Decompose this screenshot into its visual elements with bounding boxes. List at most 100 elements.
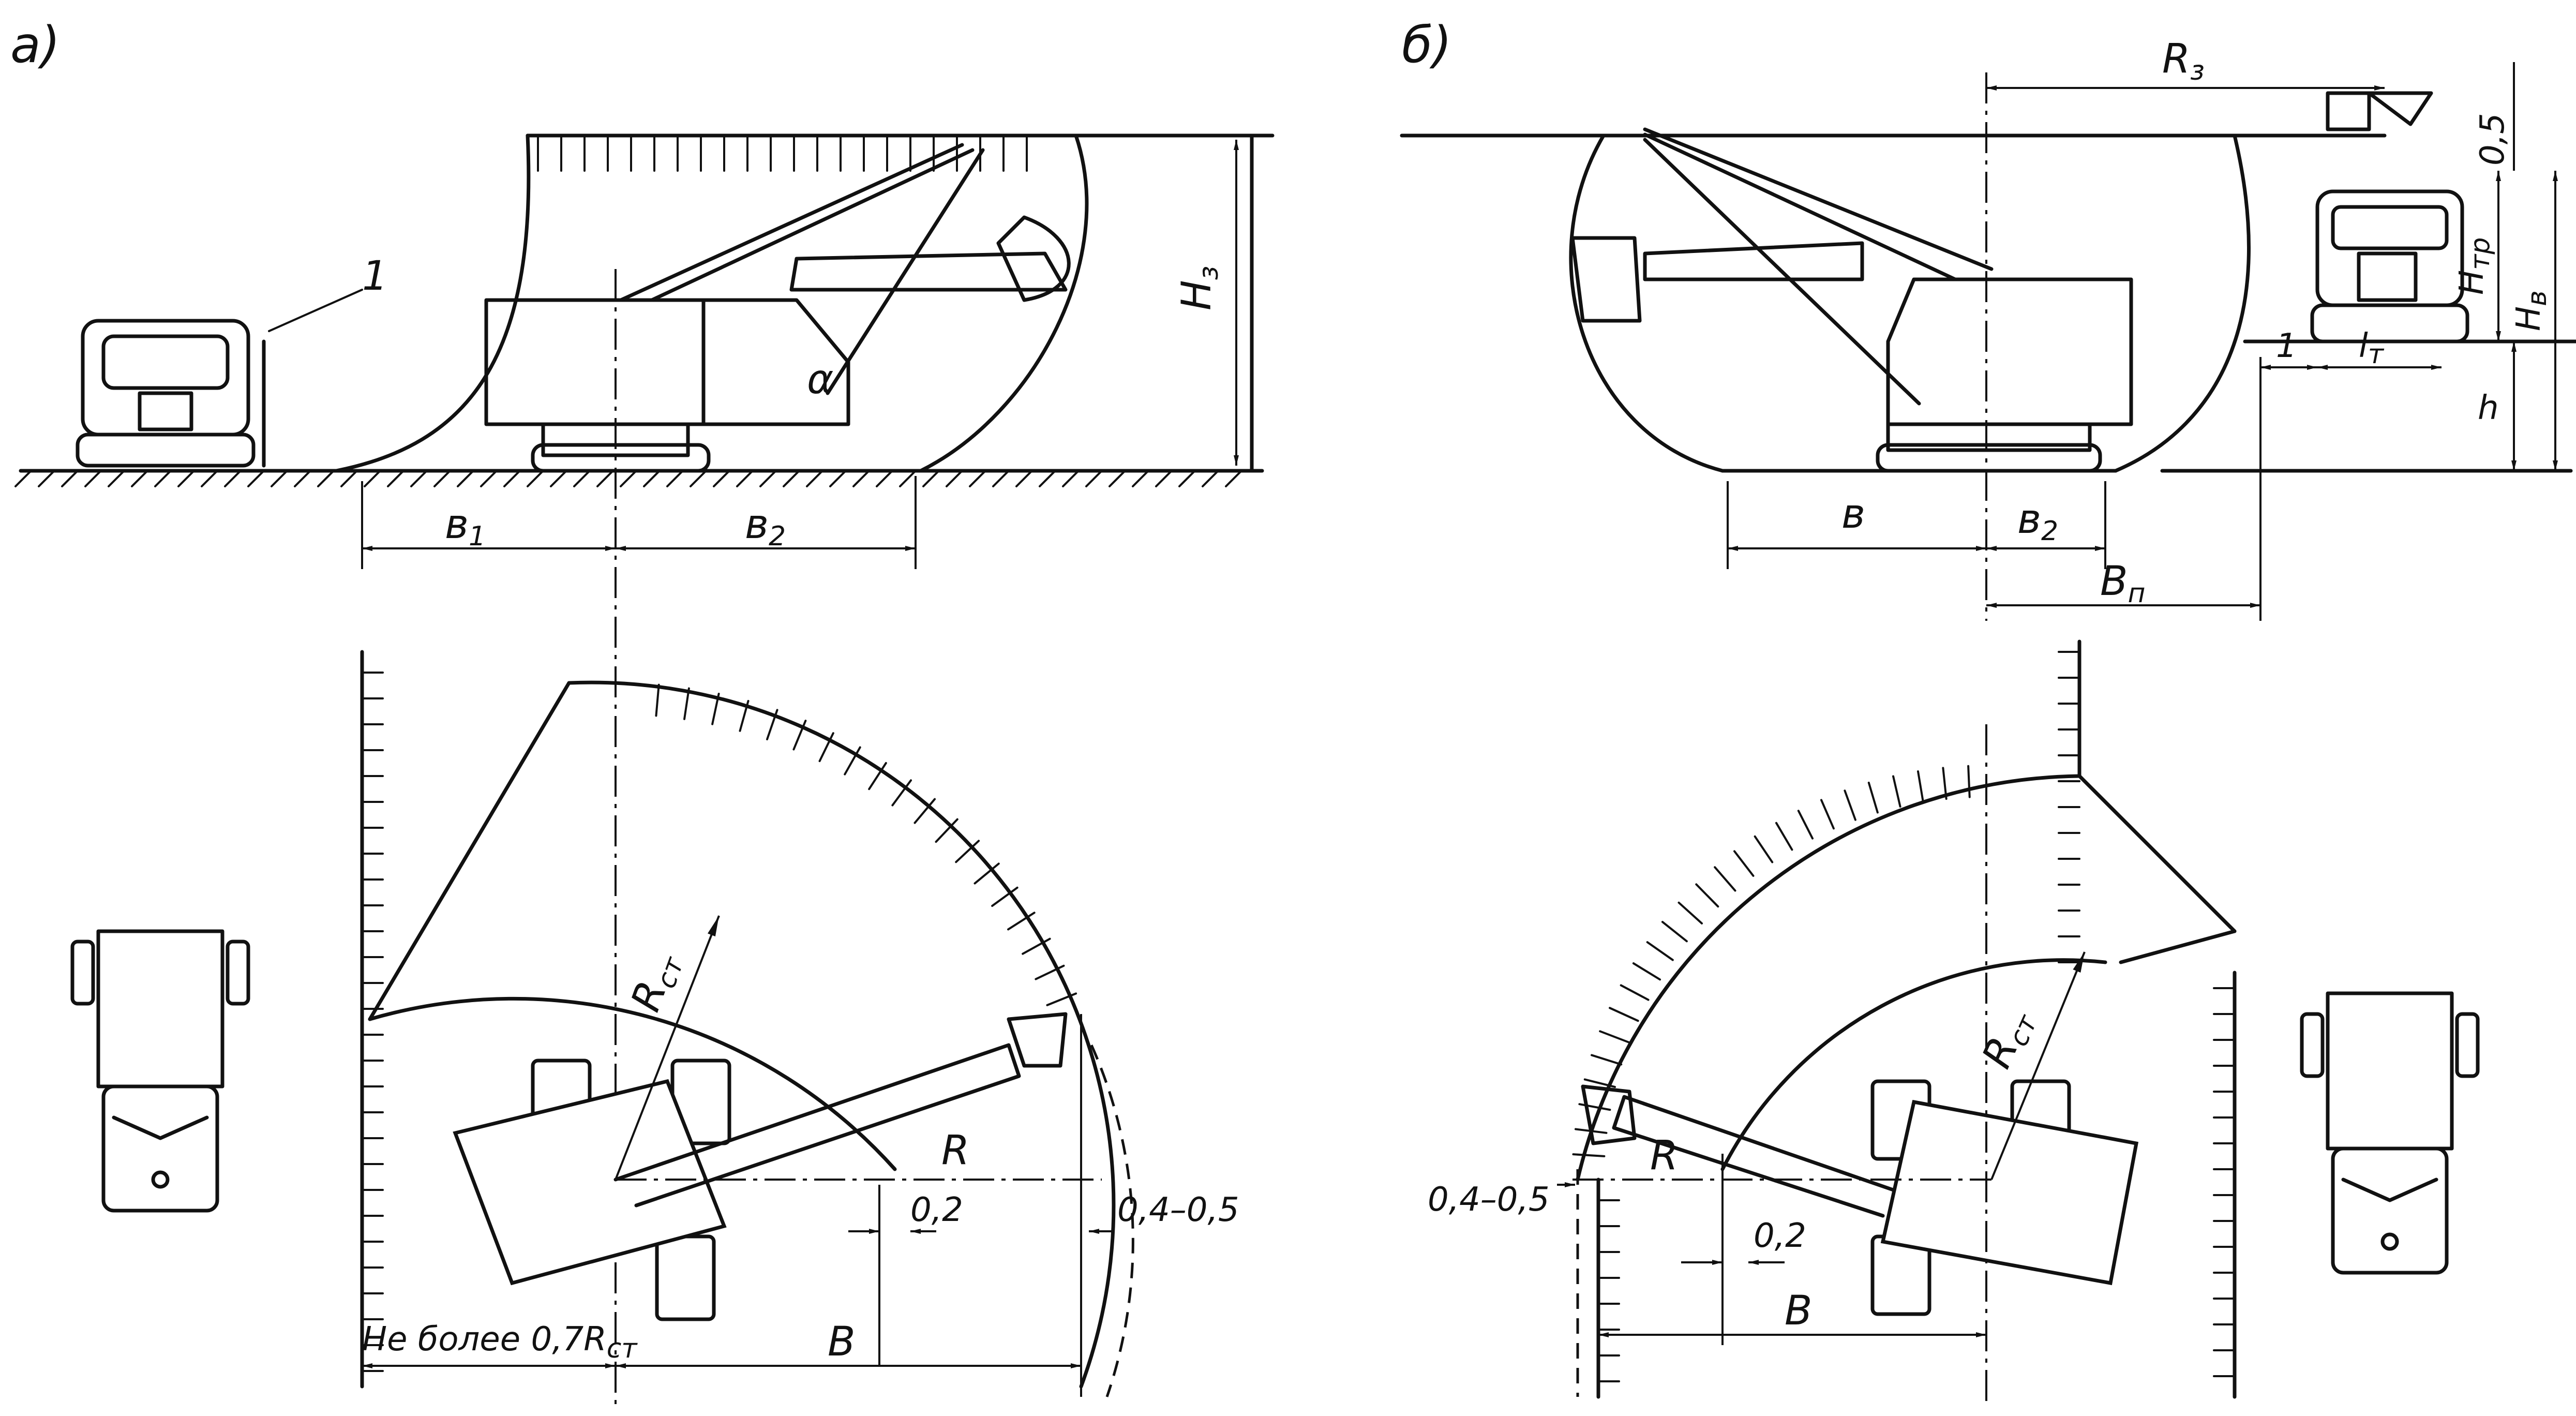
- hatch-tick: [1578, 1103, 1611, 1111]
- truck-front-a: [76, 319, 266, 468]
- r-label-a: R: [941, 1127, 969, 1174]
- hatch-tick: [1015, 470, 1033, 487]
- hatch-tick: [1046, 992, 1077, 1006]
- hatch-tick: [1695, 883, 1719, 908]
- hatch-tick: [792, 720, 807, 751]
- hatch-tick: [946, 470, 963, 487]
- hatch-tick: [61, 470, 79, 487]
- hatch-tick: [550, 470, 567, 487]
- hatch-tick: [1591, 1054, 1623, 1066]
- r-label-b: R: [1650, 1132, 1678, 1179]
- hatch-tick: [410, 470, 428, 487]
- rst-arrow-a: [615, 915, 720, 1180]
- hatch-tick: [364, 470, 381, 487]
- hatch-tick: [935, 818, 958, 843]
- truck-front-b: [2310, 91, 2469, 344]
- hatch-tick: [844, 746, 861, 776]
- hatch-tick: [713, 470, 730, 487]
- hatch-tick: [876, 470, 893, 487]
- panel-b-section: б) Rз: [1400, 16, 2576, 621]
- hatch-tick: [503, 470, 521, 487]
- hatch-tick: [991, 886, 1019, 907]
- hatch-tick: [868, 762, 887, 791]
- gap-label: 0,5: [2474, 113, 2512, 166]
- hatch-tick: [620, 470, 637, 487]
- plan-b-inner-arc: [1720, 958, 2107, 1171]
- b-right-bowl: [2114, 133, 2251, 473]
- hatch-tick: [1844, 789, 1856, 821]
- hatch-tick: [891, 779, 912, 807]
- hatch-tick: [1022, 937, 1051, 955]
- hatch-tick: [1942, 767, 1948, 800]
- htr-label: Hтр: [2453, 237, 2496, 295]
- left-slope: [334, 133, 531, 473]
- truck-plan-a: [70, 929, 250, 1213]
- hatch-tick: [899, 470, 917, 487]
- hatch-tick: [683, 687, 690, 720]
- hatch-tick: [14, 470, 32, 487]
- hatch-tick: [666, 470, 684, 487]
- hatch-tick: [480, 470, 498, 487]
- alpha-label: α: [807, 356, 833, 403]
- hatch-tick: [1599, 1030, 1630, 1044]
- hatch-tick: [1085, 470, 1103, 487]
- hatch-tick: [1867, 781, 1879, 814]
- hatch-tick: [852, 470, 870, 487]
- panel-b-tag: б): [1402, 16, 1452, 74]
- hatch-tick: [154, 470, 172, 487]
- hatch-tick: [1609, 1007, 1639, 1022]
- hatch-tick: [1062, 470, 1080, 487]
- hatch-tick: [1109, 470, 1126, 487]
- hatch-tick: [294, 470, 311, 487]
- hatch-tick: [271, 470, 288, 487]
- hatch-tick: [84, 470, 102, 487]
- ground-hatch: [14, 135, 1242, 487]
- b-left-wall: [1569, 133, 1725, 473]
- hatch-tick: [317, 470, 335, 487]
- hatch-tick: [922, 470, 940, 487]
- plan-a-outer-arc: [567, 680, 1116, 1389]
- hatch-tick: [1733, 850, 1755, 877]
- hv-label: Hв: [2510, 290, 2553, 331]
- hatch-tick: [573, 470, 591, 487]
- excavator-plan-b: [1581, 1079, 2139, 1316]
- hatch-tick: [224, 470, 242, 487]
- rst-label-b: Rст: [1973, 1002, 2044, 1077]
- hatch-tick: [1775, 822, 1793, 851]
- limit-label: Не более 0,7Rст: [362, 1320, 638, 1364]
- hatch-tick: [1225, 470, 1242, 487]
- rst-label-a: Rст: [622, 946, 690, 1019]
- hatch-tick: [759, 470, 777, 487]
- hatch-tick: [1632, 962, 1661, 981]
- hatch-tick: [1007, 912, 1036, 931]
- b1-label: в1: [445, 501, 486, 552]
- hatch-tick: [340, 470, 358, 487]
- hatch-tick: [1714, 866, 1736, 892]
- step-label-a: 0,2: [910, 1191, 963, 1229]
- hatch-tick: [1202, 470, 1219, 487]
- hatch-tick: [1178, 470, 1196, 487]
- hatch-tick: [457, 470, 474, 487]
- hatch-tick: [806, 470, 823, 487]
- excavator-plan-a: [453, 1012, 1068, 1321]
- lt-label: lт: [2359, 327, 2385, 370]
- hatch-tick: [1583, 1078, 1616, 1088]
- hatch-tick: [736, 470, 754, 487]
- plan-a-dashed-arc: [1090, 1044, 1134, 1397]
- hatch-tick: [974, 862, 1000, 885]
- b2-label: в2: [745, 501, 786, 552]
- plan-b-outer-arc: [1576, 774, 2081, 1182]
- hatch-tick: [955, 840, 980, 863]
- b2-label-b: в2: [2017, 496, 2058, 547]
- plan-a-slope-line: [368, 681, 571, 1021]
- hatch-tick: [38, 470, 55, 487]
- hatch-tick: [1661, 920, 1688, 943]
- rz-label: Rз: [2162, 36, 2205, 86]
- right-slope: [919, 133, 1089, 473]
- hatch-tick: [1820, 799, 1835, 830]
- plan-b-slope-upper: [2077, 774, 2237, 933]
- hatch-tick: [177, 470, 195, 487]
- one-label: 1: [2276, 327, 2297, 365]
- hatch-tick: [655, 683, 660, 717]
- hatch-tick: [527, 470, 544, 487]
